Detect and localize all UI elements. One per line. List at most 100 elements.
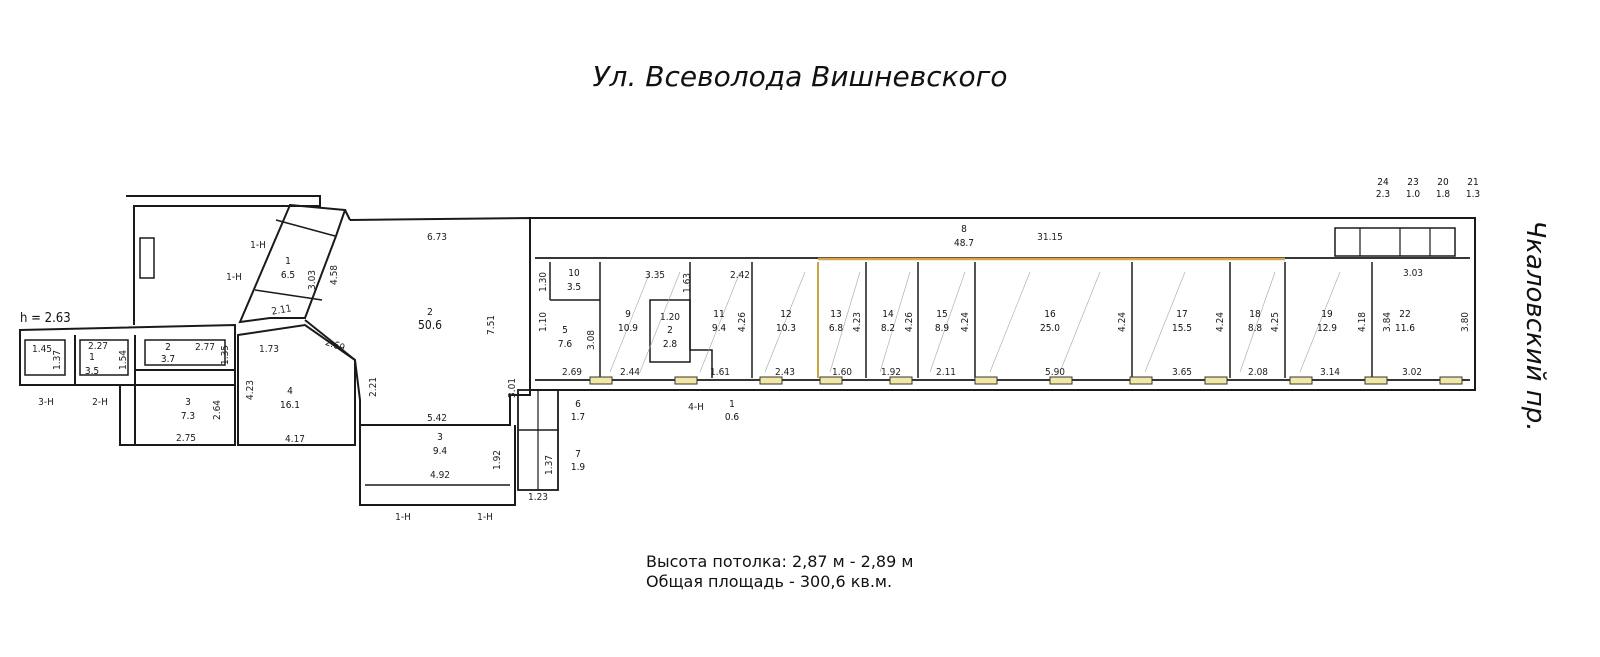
svg-text:1.37: 1.37 — [544, 455, 555, 475]
svg-text:2.64: 2.64 — [212, 400, 223, 420]
svg-text:1.45: 1.45 — [32, 344, 52, 355]
room-area: 10.9 — [618, 323, 638, 334]
svg-text:2.77: 2.77 — [195, 342, 215, 353]
room-num: 7 — [575, 449, 581, 460]
room-area: 1.7 — [571, 412, 585, 423]
svg-text:1.20: 1.20 — [660, 312, 680, 323]
svg-text:3.14: 3.14 — [1320, 367, 1340, 378]
svg-text:2.11: 2.11 — [271, 303, 293, 317]
svg-text:1.92: 1.92 — [492, 450, 503, 470]
room-num: 2 — [427, 307, 433, 318]
svg-text:2.42: 2.42 — [730, 270, 750, 281]
room-labels: 1 6.5 2 50.6 3 9.4 4 16.1 5 7.6 6 1.7 7 … — [85, 177, 1480, 473]
room-num: 2 — [667, 325, 673, 336]
height-label: h = 2.63 — [20, 311, 71, 326]
svg-text:1.10: 1.10 — [538, 312, 549, 332]
svg-text:3-Н: 3-Н — [38, 397, 54, 408]
room-num: 1 — [89, 352, 95, 363]
room-num: 1 — [729, 399, 735, 410]
entrance-marks: 1-Н 2-Н 3-Н 4-Н 1-Н 1-Н 1-Н — [38, 240, 704, 523]
total-area-note: Общая площадь - 300,6 кв.м. — [646, 572, 893, 591]
svg-text:2.27: 2.27 — [88, 341, 108, 352]
yard-outline — [126, 195, 321, 325]
svg-text:2.69: 2.69 — [562, 367, 582, 378]
room-area: 3.5 — [85, 366, 99, 377]
room-num: 18 — [1249, 309, 1261, 320]
svg-text:2-Н: 2-Н — [92, 397, 108, 408]
room-area: 0.6 — [725, 412, 740, 423]
svg-text:7.51: 7.51 — [486, 315, 497, 335]
room-area: 11.6 — [1395, 323, 1415, 334]
room-num: 12 — [780, 309, 791, 320]
svg-text:1.63: 1.63 — [682, 273, 693, 293]
room-area: 3.7 — [161, 354, 175, 365]
room-area: 2.8 — [663, 339, 678, 350]
svg-text:1-Н: 1-Н — [226, 272, 242, 283]
room-area: 50.6 — [418, 318, 442, 332]
svg-text:4.24: 4.24 — [1215, 312, 1226, 332]
room-area: 48.7 — [954, 238, 974, 249]
room-area: 25.0 — [1040, 323, 1060, 334]
room-num: 3 — [437, 432, 443, 443]
room-num: 15 — [936, 309, 947, 320]
svg-text:2.43: 2.43 — [775, 367, 795, 378]
yard-marker — [139, 237, 155, 279]
svg-text:1.37: 1.37 — [52, 350, 63, 370]
room-area: 2.3 — [1376, 189, 1390, 200]
plan-notes: Высота потолка: 2,87 м - 2,89 м Общая пл… — [646, 552, 913, 592]
room-area: 9.4 — [433, 446, 448, 457]
room-area: 8.2 — [881, 323, 895, 334]
room-num: 6 — [575, 399, 581, 410]
svg-text:4.26: 4.26 — [904, 312, 915, 332]
room-area: 6.8 — [829, 323, 844, 334]
svg-text:4.17: 4.17 — [285, 434, 305, 445]
room-num: 23 — [1407, 177, 1418, 188]
svg-text:1-Н: 1-Н — [250, 240, 266, 251]
street-name-top: Ул. Всеволода Вишневского — [592, 60, 1008, 93]
room-num: 20 — [1437, 177, 1449, 188]
svg-text:2.75: 2.75 — [176, 433, 196, 444]
svg-text:1.61: 1.61 — [710, 367, 730, 378]
svg-text:4.58: 4.58 — [329, 265, 340, 285]
svg-text:1.54: 1.54 — [118, 350, 129, 370]
room-area: 7.6 — [558, 339, 573, 350]
svg-text:1.92: 1.92 — [881, 367, 901, 378]
svg-text:1.23: 1.23 — [528, 492, 548, 503]
room-num: 14 — [882, 309, 894, 320]
svg-text:4.23: 4.23 — [245, 380, 256, 400]
room-area: 7.3 — [181, 411, 195, 422]
svg-text:4-Н: 4-Н — [688, 402, 704, 413]
room-num: 16 — [1044, 309, 1056, 320]
room-area: 8.8 — [1248, 323, 1263, 334]
room-num: 13 — [830, 309, 841, 320]
room-num: 4 — [287, 386, 293, 397]
wall-lower-annex — [359, 425, 516, 506]
room-num: 5 — [562, 325, 568, 336]
room-area: 12.9 — [1317, 323, 1337, 334]
svg-text:2.08: 2.08 — [1248, 367, 1268, 378]
room-num: 8 — [961, 224, 967, 235]
room-area: 9.4 — [712, 323, 727, 334]
room-area: 3.5 — [567, 282, 581, 293]
svg-text:1.35: 1.35 — [220, 345, 231, 365]
svg-text:2.11: 2.11 — [936, 367, 956, 378]
wall-diagonal-section — [238, 203, 347, 324]
room-area: 1.9 — [571, 462, 586, 473]
room-area: 1.3 — [1466, 189, 1480, 200]
svg-text:4.18: 4.18 — [1357, 312, 1368, 332]
svg-text:2.69: 2.69 — [324, 337, 347, 354]
room-num: 22 — [1399, 309, 1410, 320]
room-num: 1 — [285, 256, 291, 267]
svg-text:5.90: 5.90 — [1045, 367, 1065, 378]
room-num: 9 — [625, 309, 631, 320]
svg-text:1.30: 1.30 — [538, 272, 549, 292]
room-area: 15.5 — [1172, 323, 1192, 334]
dimension-labels: 6.73 7.51 5.42 4.92 1.92 3.01 2.21 4.23 … — [32, 232, 1471, 503]
room-area: 1.0 — [1406, 189, 1421, 200]
ceiling-height-note: Высота потолка: 2,87 м - 2,89 м — [646, 552, 914, 571]
svg-text:3.02: 3.02 — [1402, 367, 1422, 378]
room-num: 10 — [568, 268, 580, 279]
svg-text:4.24: 4.24 — [1117, 312, 1128, 332]
wall-room-16-1 — [237, 323, 356, 446]
svg-text:3.08: 3.08 — [586, 330, 597, 350]
